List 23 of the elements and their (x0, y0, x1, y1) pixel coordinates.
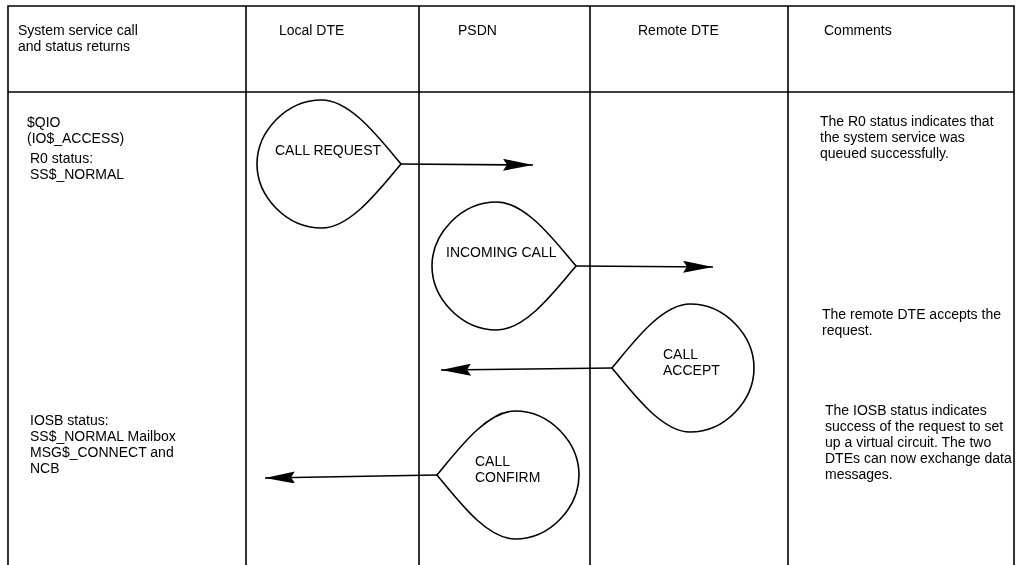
comment-text: The IOSB status indicates success of the request to set up a virtual circuit. The two DTEs can now exchange data messages. (825, 402, 1013, 482)
system-call-text: $QIO (IO$_ACCESS) (27, 114, 126, 146)
column-header: Remote DTE (638, 22, 720, 38)
arrow (575, 260, 714, 273)
message-label: CALL CONFIRM (475, 453, 542, 485)
arrow (440, 363, 613, 376)
column-header: PSDN (458, 22, 498, 38)
message-label: CALL REQUEST (275, 142, 383, 158)
status-text: R0 status: SS$_NORMAL (30, 150, 126, 182)
message-shape (612, 304, 754, 432)
message-label: INCOMING CALL (446, 244, 558, 260)
status-text: IOSB status: SS$_NORMAL Mailbox MSG$_CONNECT and NCB (30, 412, 177, 476)
arrow (264, 471, 438, 484)
arrow (400, 158, 534, 171)
column-header: Comments (824, 22, 893, 38)
column-header: Local DTE (279, 22, 346, 38)
comment-text: The R0 status indicates that the system service was queued successfully. (820, 113, 995, 161)
column-header: System service call and status returns (18, 22, 139, 54)
message-shape (432, 202, 576, 330)
message-shape (257, 100, 401, 228)
message-label: CALL ACCEPT (663, 346, 721, 378)
comment-text: The remote DTE accepts the request. (822, 306, 1002, 338)
message-shape (437, 411, 579, 539)
